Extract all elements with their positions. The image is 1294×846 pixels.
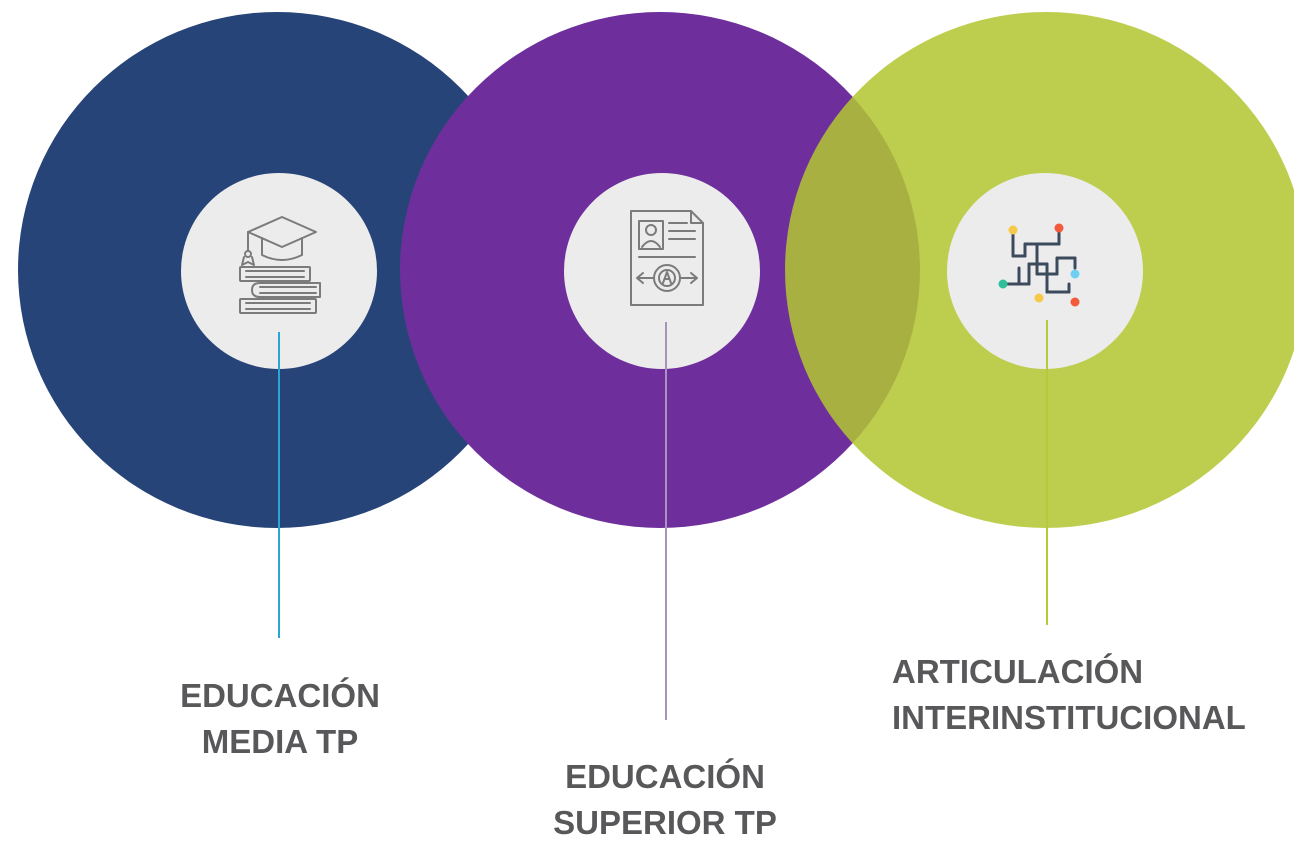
label-educacion-media: EDUCACIÓN MEDIA TP [130, 673, 430, 765]
certificate-icon [630, 210, 704, 306]
connector-line-articulacion [1046, 320, 1048, 625]
label-line: SUPERIOR TP [553, 804, 777, 841]
circuit-network-icon [998, 223, 1080, 307]
label-educacion-superior: EDUCACIÓN SUPERIOR TP [515, 754, 815, 846]
label-line: EDUCACIÓN [565, 758, 765, 795]
label-line: INTERINSTITUCIONAL [892, 699, 1246, 736]
connector-line-media [278, 332, 280, 638]
label-articulacion: ARTICULACIÓN INTERINSTITUCIONAL [892, 649, 1246, 741]
graduation-cap-books-icon [239, 216, 321, 314]
connector-line-superior [665, 322, 667, 720]
label-line: EDUCACIÓN [180, 677, 380, 714]
label-line: ARTICULACIÓN [892, 653, 1144, 690]
label-line: MEDIA TP [201, 723, 359, 760]
inner-circle-articulacion [947, 173, 1143, 369]
